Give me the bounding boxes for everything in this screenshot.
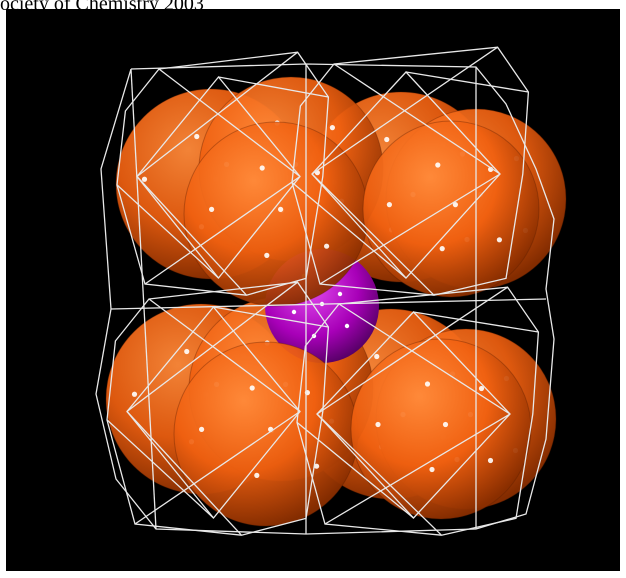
orange-atom-sphere: [350, 338, 532, 520]
crystal-structure-render: [95, 46, 567, 536]
wireframe-cell-top-right: [291, 46, 530, 296]
wireframe-cell-top-left: [116, 51, 330, 296]
outer-frame-edges: [95, 63, 555, 535]
orange-atom-sphere: [362, 120, 540, 298]
molecular-viewport[interactable]: [6, 9, 620, 571]
orange-atom-sphere: [183, 121, 369, 307]
unit-cell-wireframe: [95, 46, 555, 536]
